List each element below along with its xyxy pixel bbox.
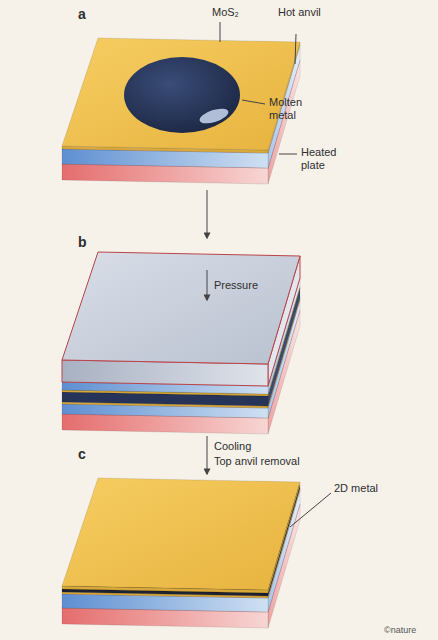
leader-line [279,154,297,155]
leader-line [295,34,296,64]
part-label: Hot anvil [278,6,322,19]
mos2-layer [62,478,300,590]
leader-line [290,493,331,527]
panel-letter: a [78,6,86,22]
mos2-layer [62,38,300,150]
press-plate [62,252,300,364]
step-label: Top anvil removal [214,455,300,468]
leader-line [242,100,265,104]
part-label: MoS₂ [212,6,239,19]
part-label: Heated plate [301,146,347,172]
step-arrow [207,190,208,238]
panel-letter: b [78,234,87,250]
metal-highlight [198,106,230,127]
step-label: Cooling [214,440,251,453]
step-arrow [207,436,208,474]
leader-line [220,22,221,42]
step-label: Pressure [214,279,258,292]
pressure-arrow [207,270,208,300]
part-label: Molten metal [269,96,315,122]
molten-metal [124,57,240,133]
part-label: 2D metal [334,482,378,495]
watermark: ©nature [384,624,416,637]
panel-letter: c [78,446,86,462]
